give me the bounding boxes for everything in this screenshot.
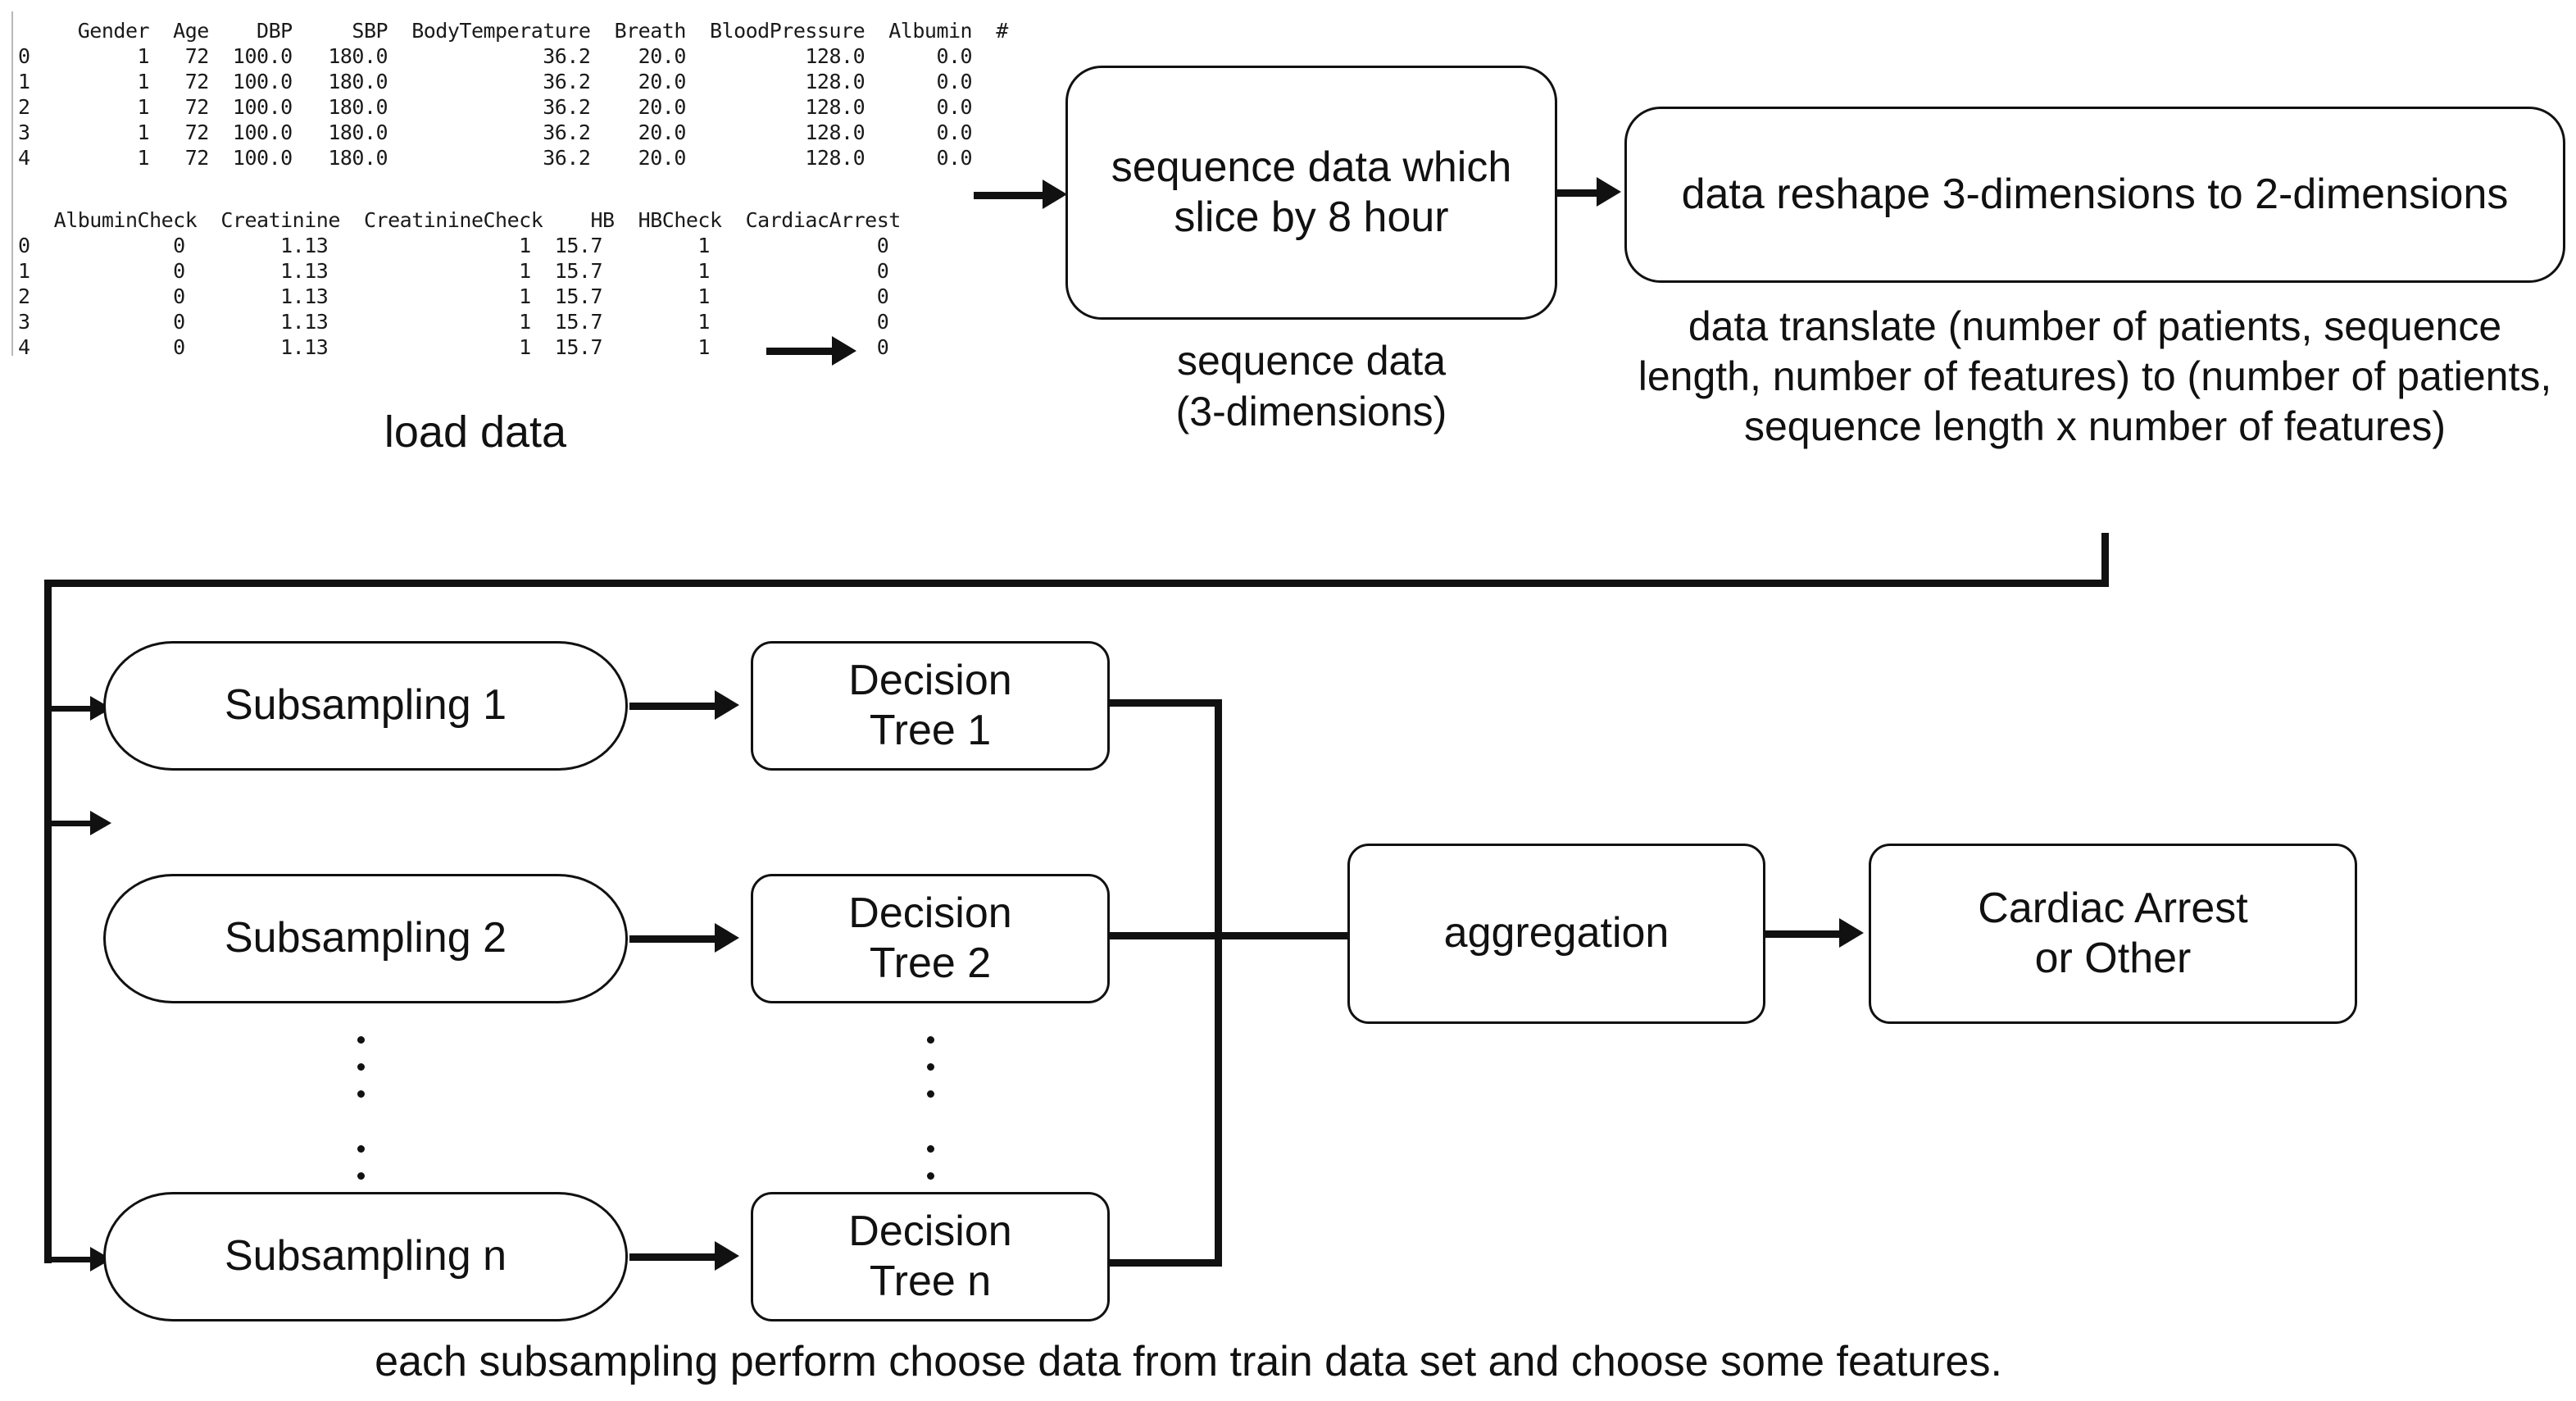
sequence-slice-caption-line2: (3-dimensions) bbox=[1175, 389, 1447, 434]
data-preview-table-bottom-row-2: 2 0 1.13 1 15.7 1 0 bbox=[18, 284, 889, 308]
reshape-box[interactable]: data reshape 3-dimensions to 2-dimension… bbox=[1624, 107, 2565, 283]
decision-tree-label-n-line2: Tree n bbox=[869, 1258, 992, 1305]
reshape-caption: data translate (number of patients, sequ… bbox=[1638, 303, 2552, 449]
sequence-slice-box[interactable]: sequence data which slice by 8 hour bbox=[1065, 66, 1557, 320]
spine-branch-head-2-icon bbox=[90, 811, 111, 835]
load-data-caption: load data bbox=[384, 407, 567, 457]
decision-tree-ellipsis-icon bbox=[927, 1026, 934, 1217]
arrow-sub2-to-tree2-head-icon bbox=[715, 923, 739, 953]
data-preview-table-top-row-1: 1 1 72 100.0 180.0 36.2 20.0 128.0 0.0 bbox=[18, 70, 973, 93]
table-inline-arrow-head-icon bbox=[832, 336, 856, 366]
data-preview-table-top-header: Gender Age DBP SBP BodyTemperature Breat… bbox=[18, 19, 1009, 43]
data-preview-table-top-row-2: 2 1 72 100.0 180.0 36.2 20.0 128.0 0.0 bbox=[18, 95, 973, 119]
arrow-tables-to-slice-head-icon bbox=[1043, 180, 1067, 209]
arrow-slice-to-reshape-head-icon bbox=[1597, 177, 1621, 207]
arrow-aggregation-to-output-shaft bbox=[1765, 930, 1844, 938]
table-inline-arrow-shaft bbox=[766, 348, 835, 355]
spine-branch-shaft-3 bbox=[44, 1257, 93, 1262]
subsampling-box-n[interactable]: Subsampling n bbox=[103, 1192, 628, 1321]
connector-reshape-down bbox=[2101, 533, 2109, 587]
arrow-sub2-to-tree2-shaft bbox=[629, 935, 720, 943]
decision-tree-label-2-line2: Tree 2 bbox=[869, 939, 992, 987]
arrow-tables-to-slice-shaft bbox=[974, 192, 1049, 199]
decision-tree-box-2[interactable]: Decision Tree 2 bbox=[751, 874, 1110, 1003]
aggregation-label: aggregation bbox=[1443, 909, 1670, 958]
arrow-sub1-to-tree1-shaft bbox=[629, 703, 720, 710]
output-label-line2: or Other bbox=[2034, 935, 2192, 982]
decision-tree-label-1-line1: Decision bbox=[848, 656, 1012, 704]
forest-left-spine bbox=[44, 580, 52, 1263]
data-preview-table-top-row-4: 4 1 72 100.0 180.0 36.2 20.0 128.0 0.0 bbox=[18, 146, 973, 170]
subsampling-ellipsis-icon bbox=[357, 1026, 365, 1217]
table-left-rule bbox=[11, 11, 13, 356]
data-preview-table-bottom-row-4: 4 0 1.13 1 15.7 1 0 bbox=[18, 335, 889, 359]
subsampling-box-2[interactable]: Subsampling 2 bbox=[103, 874, 628, 1003]
data-preview-table-top-row-3: 3 1 72 100.0 180.0 36.2 20.0 128.0 0.0 bbox=[18, 121, 973, 144]
subsampling-label-n: Subsampling n bbox=[225, 1232, 507, 1280]
arrow-slice-to-reshape-shaft bbox=[1557, 189, 1600, 197]
sequence-slice-box-label: sequence data which slice by 8 hour bbox=[1111, 143, 1512, 241]
data-preview-table-bottom-row-1: 1 0 1.13 1 15.7 1 0 bbox=[18, 259, 889, 283]
arrow-aggregation-to-output-head-icon bbox=[1839, 918, 1864, 948]
collector-stub-treen bbox=[1108, 1259, 1222, 1267]
spine-branch-shaft-1 bbox=[44, 706, 93, 712]
collector-vertical-bus bbox=[1215, 699, 1222, 1267]
decision-tree-box-1[interactable]: Decision Tree 1 bbox=[751, 641, 1110, 771]
collector-stub-tree2 bbox=[1108, 932, 1222, 939]
subsampling-label-1: Subsampling 1 bbox=[225, 681, 507, 730]
arrow-collector-to-aggregation-shaft bbox=[1215, 932, 1354, 939]
reshape-box-label: data reshape 3-dimensions to 2-dimension… bbox=[1681, 170, 2509, 218]
forest-footer-caption: each subsampling perform choose data fro… bbox=[375, 1338, 2002, 1385]
output-label-line1: Cardiac Arrest bbox=[1978, 884, 2248, 932]
data-preview-table-bottom-header: AlbuminCheck Creatinine CreatinineCheck … bbox=[18, 208, 902, 232]
decision-tree-label-n-line1: Decision bbox=[848, 1207, 1012, 1255]
aggregation-box[interactable]: aggregation bbox=[1347, 844, 1765, 1024]
output-box[interactable]: Cardiac Arrest or Other bbox=[1869, 844, 2357, 1024]
sequence-slice-caption-line1: sequence data bbox=[1176, 338, 1447, 384]
data-preview-table-bottom-row-0: 0 0 1.13 1 15.7 1 0 bbox=[18, 234, 889, 257]
arrow-subn-to-treen-shaft bbox=[629, 1253, 720, 1261]
decision-tree-box-n[interactable]: Decision Tree n bbox=[751, 1192, 1110, 1321]
subsampling-label-2: Subsampling 2 bbox=[225, 914, 507, 962]
arrow-subn-to-treen-head-icon bbox=[715, 1241, 739, 1271]
decision-tree-label-2-line1: Decision bbox=[848, 889, 1012, 937]
arrow-sub1-to-tree1-head-icon bbox=[715, 690, 739, 720]
decision-tree-label-1-line2: Tree 1 bbox=[869, 707, 992, 754]
data-preview-table-top-row-0: 0 1 72 100.0 180.0 36.2 20.0 128.0 0.0 bbox=[18, 44, 973, 68]
spine-branch-shaft-2 bbox=[44, 821, 93, 826]
collector-stub-tree1 bbox=[1108, 699, 1222, 707]
subsampling-box-1[interactable]: Subsampling 1 bbox=[103, 641, 628, 771]
connector-reshape-left bbox=[44, 580, 2109, 587]
data-preview-table-bottom-row-3: 3 0 1.13 1 15.7 1 0 bbox=[18, 310, 889, 334]
